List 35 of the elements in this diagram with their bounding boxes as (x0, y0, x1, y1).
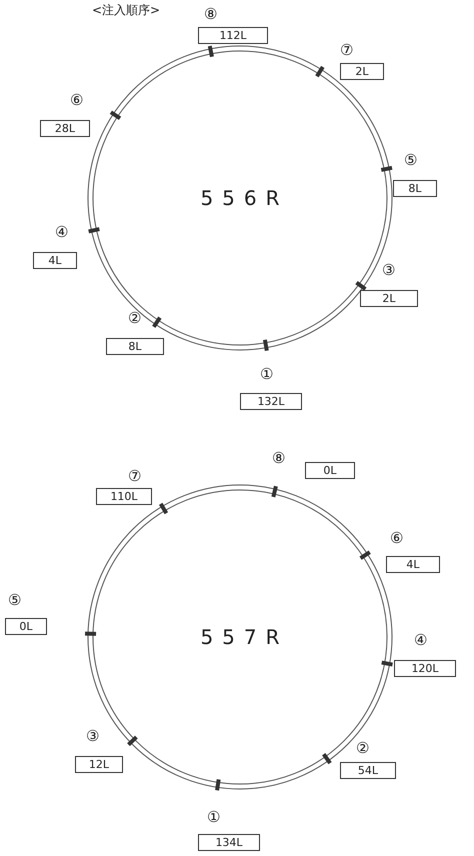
step-number: ⑦ (128, 468, 142, 484)
volume-label: 132L (240, 393, 302, 410)
volume-label: 120L (394, 660, 456, 677)
volume-label: 28L (40, 120, 90, 137)
ring-label: 556R (199, 186, 289, 210)
volume-label: 134L (198, 834, 260, 851)
ring-label: 557R (199, 625, 289, 649)
diagram-title: <注入順序> (92, 2, 160, 19)
volume-label: 0L (5, 618, 47, 635)
step-number: ⑤ (8, 592, 22, 608)
step-number: ⑥ (70, 92, 84, 108)
step-number: ⑤ (404, 152, 418, 168)
step-number: ① (207, 809, 220, 825)
volume-label: 8L (393, 180, 437, 197)
step-number: ⑥ (390, 530, 404, 546)
volume-label: 8L (106, 338, 164, 355)
step-number: ⑧ (272, 450, 286, 466)
step-number: ② (356, 740, 370, 756)
step-number: ④ (55, 224, 68, 240)
step-number: ① (260, 366, 274, 382)
volume-label: 4L (386, 556, 440, 573)
volume-label: 2L (340, 63, 384, 80)
volume-label: 0L (305, 462, 355, 479)
step-number: ⑧ (204, 6, 218, 22)
step-number: ③ (382, 262, 396, 278)
step-number: ③ (86, 728, 100, 744)
volume-label: 112L (198, 27, 268, 44)
volume-label: 4L (33, 252, 77, 269)
step-number: ⑦ (340, 42, 354, 58)
step-number: ④ (414, 632, 428, 648)
volume-label: 110L (96, 488, 152, 505)
volume-label: 2L (360, 290, 418, 307)
step-number: ② (128, 310, 142, 326)
volume-label: 12L (75, 756, 123, 773)
volume-label: 54L (340, 762, 396, 779)
